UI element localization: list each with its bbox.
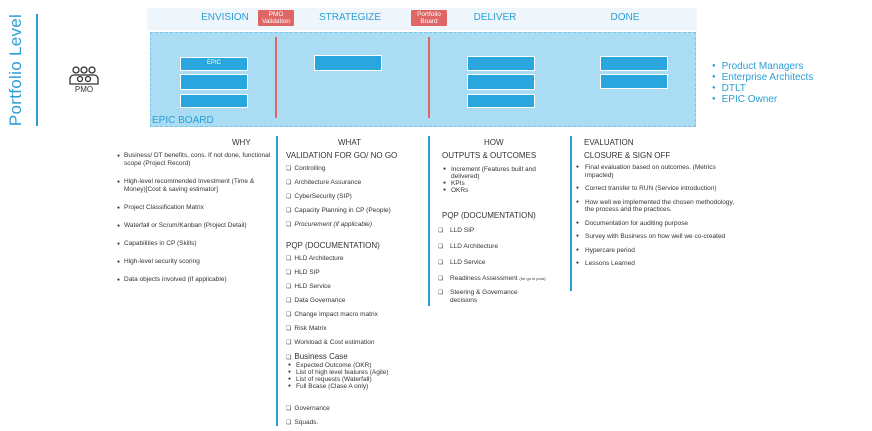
list-item: Change Impact macro matrix: [286, 311, 377, 319]
list-item: Architecture Assurance: [286, 179, 391, 187]
portfolio-level-divider: [36, 14, 38, 126]
list-item: High-level security scoring: [117, 258, 277, 266]
why-list: Business/ DT benefits, cons. If not done…: [117, 152, 277, 294]
list-item: Hypercare period: [576, 247, 736, 255]
list-item: Controlling: [286, 165, 391, 173]
stage-strategize: STRATEGIZE: [318, 12, 382, 23]
business-case-list: Expected Outcome (OKR) List of high leve…: [288, 362, 389, 390]
how-pqp-heading: PQP (DOCUMENTATION): [442, 211, 536, 220]
why-heading: WHY: [232, 138, 251, 147]
pmo-label: PMO: [74, 85, 94, 94]
list-item: Business/ DT benefits, cons. If not done…: [117, 152, 277, 168]
business-case-heading: Business Case: [286, 353, 347, 362]
list-item: Data objects involved (If applicable): [117, 276, 277, 284]
list-item: Workload & Cost estimation: [286, 339, 378, 347]
people-group-icon: [69, 66, 99, 85]
column-divider: [570, 136, 572, 291]
epic-card[interactable]: [467, 74, 535, 90]
gate-label-line: Validation: [261, 18, 291, 25]
what-tail-list: Governance Squads.: [286, 405, 330, 427]
list-item: KPIs: [443, 180, 563, 187]
gate-label-line: PMO: [268, 11, 284, 18]
list-item: Steering & Governance decisions: [438, 289, 568, 305]
list-item: HLD SIP: [286, 269, 378, 277]
list-item: Increment (Features built and delivered): [443, 166, 563, 180]
list-item: CyberSecurity (SIP): [286, 193, 391, 201]
list-item: High-level recommended Investment (Time …: [117, 178, 277, 194]
list-item: Readiness Assessment (for go in prod): [438, 275, 568, 283]
list-item: Risk Matrix: [286, 325, 378, 333]
epic-card[interactable]: [180, 94, 248, 108]
list-item: Product Managers: [712, 61, 813, 72]
outputs-list: Increment (Features built and delivered)…: [443, 166, 563, 194]
list-item: List of high level features (Agile): [288, 369, 389, 376]
list-item: LLD Architecture: [438, 243, 568, 251]
gate-label-line: Portfolio: [417, 11, 441, 18]
how-heading: HOW: [484, 138, 504, 147]
what-docs-list: HLD Architecture HLD SIP HLD Service Dat…: [286, 255, 378, 347]
epic-card[interactable]: [467, 94, 535, 108]
list-item: DTLT: [712, 83, 813, 94]
epic-card[interactable]: [600, 56, 668, 71]
list-item: Data Governance: [286, 297, 378, 305]
stage-envision: ENVISION: [201, 12, 249, 23]
epic-card[interactable]: [467, 56, 535, 71]
gate-portfolio-board: Portfolio Board: [411, 10, 447, 26]
epic-card[interactable]: [600, 74, 668, 89]
list-item: Squads.: [286, 419, 330, 427]
portfolio-level-label: Portfolio Level: [6, 13, 26, 127]
list-item: Lessons Learned: [576, 260, 736, 268]
gate-label-line: Board: [420, 18, 438, 25]
gate-pmo-validation: PMO Validation: [258, 10, 294, 26]
list-item: HLD Service: [286, 283, 378, 291]
epic-card[interactable]: EPIC: [180, 57, 248, 71]
list-item: Documentation for auditing purpose: [576, 220, 736, 228]
list-item: How well we implemented the chosen metho…: [576, 199, 736, 214]
list-item: OKRs: [443, 187, 563, 194]
list-item: Capabilities in CP (Skills): [117, 240, 277, 248]
stage-deliver: DELIVER: [473, 12, 517, 23]
evaluation-heading: EVALUATION: [584, 138, 634, 147]
validation-list: Controlling Architecture Assurance Cyber…: [286, 165, 391, 229]
list-item: HLD Architecture: [286, 255, 378, 263]
list-item: Capacity Planning in CP (People): [286, 207, 390, 215]
list-item: Survey with Business on how well we co-c…: [576, 233, 736, 241]
epic-board-label: EPIC BOARD: [152, 115, 214, 126]
outputs-heading: OUTPUTS & OUTCOMES: [442, 151, 537, 160]
list-item: EPIC Owner: [712, 94, 813, 105]
gate-line-pmo: [275, 37, 277, 118]
closure-heading: CLOSURE & SIGN OFF: [584, 151, 671, 160]
what-pqp-heading: PQP (DOCUMENTATION): [286, 241, 380, 250]
evaluation-list: Final evaluation based on outcomes. (Met…: [576, 164, 736, 274]
list-item: Expected Outcome (OKR): [288, 362, 389, 369]
list-item: LLD SIP: [438, 227, 568, 235]
list-item: Procurement (if applicable): [286, 221, 391, 229]
list-item: LLD Service: [438, 259, 568, 267]
what-heading: WHAT: [338, 138, 361, 147]
stakeholder-list: Product Managers Enterprise Architects D…: [712, 61, 814, 105]
list-item: Final evaluation based on outcomes. (Met…: [576, 164, 736, 179]
how-docs-list: LLD SIP LLD Architecture LLD Service Rea…: [438, 227, 568, 305]
list-item: Full Bcase (Clase A only): [288, 383, 389, 390]
list-item: Waterfall or Scrum/Kanban (Project Detai…: [117, 222, 277, 230]
list-item: Governance: [286, 405, 329, 413]
list-item: Correct transfer to RUN (Service introdu…: [576, 185, 736, 193]
column-divider: [428, 136, 430, 306]
validation-heading: VALIDATION FOR GO/ NO GO: [286, 151, 398, 160]
epic-card[interactable]: [314, 55, 382, 71]
list-item: List of requests (Waterfall): [288, 376, 389, 383]
stage-done: DONE: [610, 12, 640, 23]
list-item: Enterprise Architects: [712, 72, 814, 83]
list-item: Business Case: [286, 353, 347, 362]
epic-card[interactable]: [180, 74, 248, 90]
gate-line-portfolio: [428, 37, 430, 118]
list-item: Project Classification Matrix: [117, 204, 277, 212]
